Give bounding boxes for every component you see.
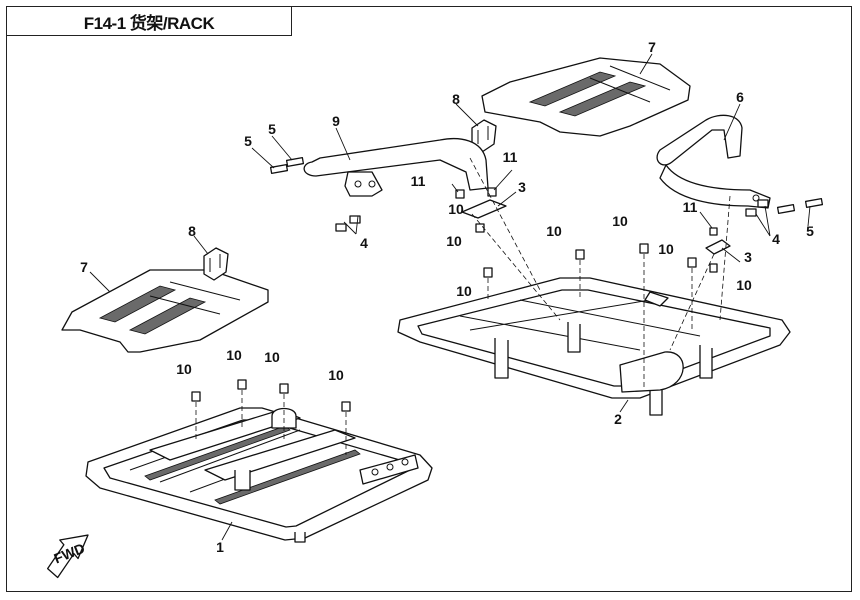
callout-6: 6 [736,89,744,105]
front-rack [85,407,433,543]
callout-5: 5 [244,133,252,149]
fwd-arrow: FWD [46,534,89,579]
drawing-frame [6,6,852,592]
callout-11: 11 [503,149,518,165]
callout-10: 10 [226,347,242,363]
callout-8: 8 [452,91,460,107]
callout-3: 3 [744,249,752,265]
callouts: 1 2 3 3 4 4 5 5 5 6 7 7 8 8 9 10 10 10 1… [80,39,814,555]
leader-lines [89,53,811,541]
callout-10: 10 [612,213,628,229]
bracket-left [203,247,229,281]
callout-10: 10 [446,233,462,249]
callout-11: 11 [683,199,698,215]
callout-9: 9 [332,113,340,129]
assembly-lines [195,157,731,455]
callout-7: 7 [648,39,656,55]
callout-2: 2 [614,411,622,427]
callout-5: 5 [268,121,276,137]
rack-mat-left [61,269,269,353]
callout-10: 10 [448,201,464,217]
callout-5: 5 [806,223,814,239]
callout-10: 10 [176,361,192,377]
callout-10: 10 [736,277,752,293]
callout-4: 4 [360,235,368,251]
diagram-title: F14-1 货架/RACK [6,6,292,36]
callout-10: 10 [456,283,472,299]
callout-11: 11 [411,173,426,189]
callout-10: 10 [328,367,344,383]
callout-10: 10 [658,241,674,257]
callout-7: 7 [80,259,88,275]
callout-3: 3 [518,179,526,195]
callout-8: 8 [188,223,196,239]
handle-bar-right [656,114,771,209]
callout-10: 10 [264,349,280,365]
handle-bar-left [303,137,489,197]
callout-1: 1 [216,539,224,555]
rack-mat-right [481,57,691,137]
fwd-label: FWD [51,540,87,567]
callout-4: 4 [772,231,780,247]
callout-10: 10 [546,223,562,239]
